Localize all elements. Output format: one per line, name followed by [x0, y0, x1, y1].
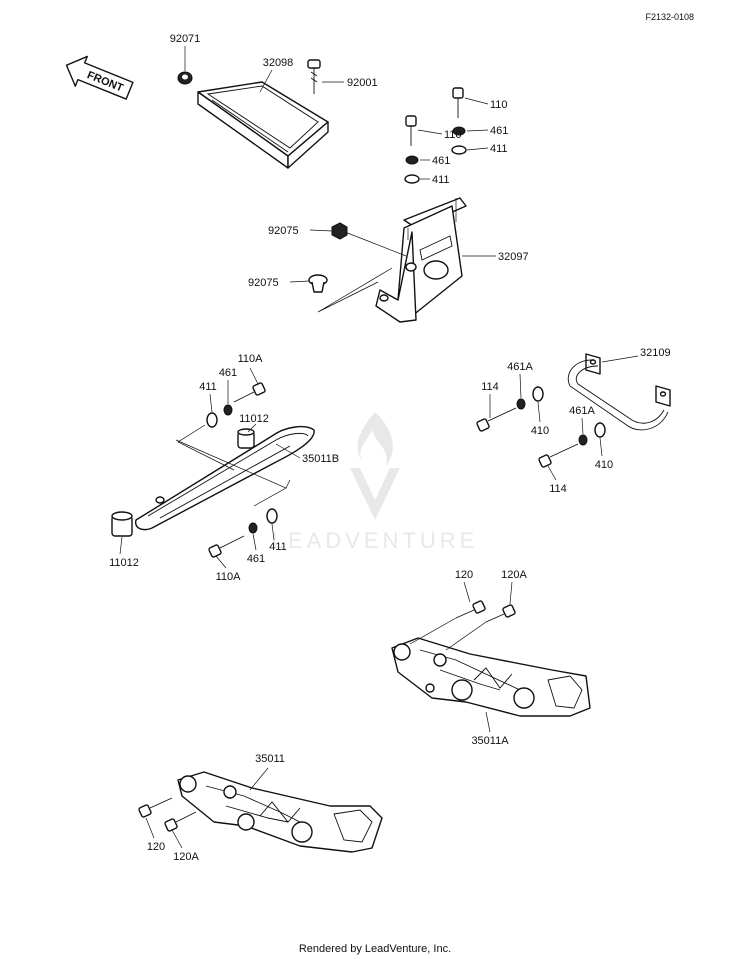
callout-110-right: 110: [490, 99, 508, 111]
part-washer-461A-top: [516, 398, 526, 410]
figure-code: F2132-0108: [645, 12, 694, 22]
callout-11012-bottom: 11012: [109, 557, 139, 569]
part-frame-35011A: [391, 637, 591, 717]
callout-410-bottom: 410: [595, 459, 613, 471]
callout-leaders: [119, 46, 639, 849]
part-washer-461-right: [452, 126, 466, 136]
part-washer-411-right: [451, 145, 467, 155]
callout-110A-top: 110A: [238, 353, 264, 365]
callout-32098: 32098: [263, 57, 294, 69]
callout-120A-bottom: 120A: [173, 851, 199, 863]
footer-credit: Rendered by LeadVenture, Inc.: [299, 943, 451, 955]
part-bracket-32097: [375, 197, 467, 323]
callout-35011: 35011: [255, 753, 285, 765]
front-arrow: FRONT: [65, 55, 134, 100]
part-washer-461-mid-top: [223, 404, 233, 416]
part-bolt-120A-bottom: [164, 811, 197, 832]
part-grommet-92071: [177, 71, 193, 85]
callout-411-left: 411: [432, 174, 450, 186]
callout-32097: 32097: [498, 251, 529, 263]
part-collar-11012-bottom: [111, 511, 133, 537]
callout-410-top: 410: [531, 425, 549, 437]
part-bolt-114-bottom: [538, 443, 579, 468]
part-bolt-114-top: [476, 407, 517, 432]
part-nut-92075-top: [331, 222, 348, 240]
part-washer-410-bottom: [594, 422, 606, 438]
part-bolt-92001: [307, 59, 321, 94]
callout-411-mid-bottom: 411: [269, 541, 287, 553]
callout-114-bottom: 114: [549, 483, 567, 495]
part-bolt-110A-bottom: [208, 535, 245, 558]
part-frame-35011: [177, 771, 383, 853]
part-bolt-120-top: [455, 600, 486, 619]
callout-92001: 92001: [347, 77, 378, 89]
part-bolt-120-bottom: [138, 797, 173, 818]
part-tray-32098: [197, 81, 329, 169]
part-washer-411-mid-bottom: [266, 508, 278, 524]
part-washer-461-left: [405, 155, 419, 165]
part-washer-410-top: [532, 386, 544, 402]
part-bolt-110-right: [452, 87, 464, 118]
watermark: LEADVENTURE: [272, 412, 479, 553]
part-washer-461-mid-bottom: [248, 522, 258, 534]
callout-110-left: 110: [444, 129, 462, 141]
callout-120-bottom: 120: [147, 841, 165, 853]
callout-120A-top: 120A: [501, 569, 527, 581]
callout-461A-bottom: 461A: [569, 405, 595, 417]
callout-461-left: 461: [432, 155, 450, 167]
callout-35011A: 35011A: [471, 735, 509, 747]
part-bolt-110A-top: [233, 382, 266, 403]
part-plug-92075-bottom: [308, 274, 328, 293]
part-collar-11012-top: [237, 428, 255, 449]
part-washer-411-mid-top: [206, 412, 218, 428]
callout-92075-top: 92075: [268, 225, 299, 237]
callout-411-right: 411: [490, 143, 508, 155]
chevron-mark-icon: [350, 468, 400, 520]
callout-35011B: 35011B: [302, 453, 339, 465]
callout-114-top: 114: [481, 381, 499, 393]
callout-32109: 32109: [640, 347, 671, 359]
flame-icon: [357, 412, 393, 466]
callout-120-top: 120: [455, 569, 473, 581]
part-washer-411-left: [404, 174, 420, 184]
part-washer-461A-bottom: [578, 434, 588, 446]
part-handle-32109: [567, 353, 671, 431]
watermark-text: LEADVENTURE: [272, 528, 479, 553]
part-bolt-110-left: [405, 115, 417, 146]
callout-461-mid-top: 461: [219, 367, 237, 379]
callout-labels: 92071 32098 92001 110 110 461 411 461 41…: [109, 33, 670, 863]
callout-92071: 92071: [170, 33, 201, 45]
callout-92075-bottom: 92075: [248, 277, 279, 289]
callout-11012-top: 11012: [239, 413, 269, 425]
callout-110A-bottom: 110A: [216, 571, 242, 583]
callout-461-right: 461: [490, 125, 508, 137]
callout-461A-top: 461A: [507, 361, 533, 373]
part-rail-35011B: [135, 425, 315, 531]
callout-411-mid-top: 411: [199, 381, 217, 393]
part-bolt-120A-top: [485, 604, 516, 623]
callout-461-mid-bottom: 461: [247, 553, 265, 565]
